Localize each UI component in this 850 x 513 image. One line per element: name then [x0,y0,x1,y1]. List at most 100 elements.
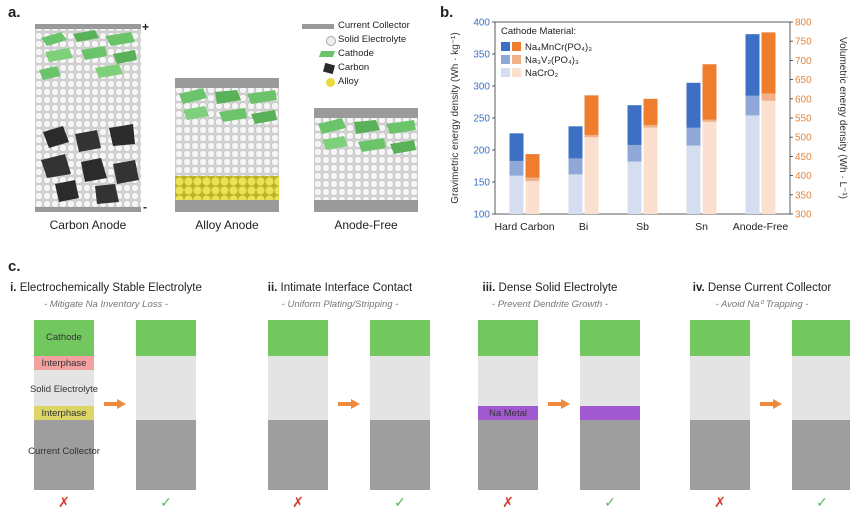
left-tick-label: 400 [473,18,490,29]
carbon-icon [323,62,335,75]
label-cathode: Cathode [46,332,82,343]
left-tick-label: 350 [473,50,490,61]
volumetric-bar-3 [525,180,540,214]
cathode-layer [580,320,640,356]
electrolyte-layer [370,356,430,420]
panel-c: i. Electrochemically Stable Electrolyte -… [0,258,850,513]
panel-title: ii. Intimate Interface Contact [240,282,440,294]
caption-anode-free: Anode-Free [334,218,398,232]
legend-label: NaCrO₂ [525,68,559,79]
collector-layer [478,420,538,490]
electrolyte-layer [136,356,196,420]
collector-layer [268,420,328,490]
panel-title: iii. Dense Solid Electrolyte [450,282,650,294]
legend-swatch-gravimetric [501,55,510,64]
right-tick-label: 600 [795,94,812,105]
collector-layer [136,420,196,490]
volumetric-bar-3 [761,100,776,214]
collector-layer [370,420,430,490]
na-metal-layer [580,406,640,420]
legend-label: Carbon [338,62,370,73]
check-icon: ✓ [394,494,406,510]
legend-label: Na₄MnCr(PO₄)₃ [525,42,592,53]
panel-number: ii. [267,282,281,294]
interphase-bottom-layer [34,406,94,420]
right-tick-label: 650 [795,75,812,86]
gravimetric-bar-3 [568,174,583,214]
right-tick-label: 550 [795,114,812,125]
anode-free-illustration [314,108,418,212]
right-tick-label: 500 [795,133,812,144]
gravimetric-bar-3 [686,145,701,214]
panel-c-label: c. [8,258,21,275]
cathode-layer [268,320,328,356]
cross-icon: ✗ [292,494,304,510]
right-tick-label: 400 [795,171,812,182]
interphase-top-layer [34,356,94,370]
caption-alloy-anode: Alloy Anode [195,218,259,232]
minus-terminal: - [143,200,147,214]
check-icon: ✓ [160,494,172,510]
collector-icon [302,24,334,29]
panel-subtitle: - Uniform Plating/Stripping - [281,299,399,310]
panel-title: i. Electrochemically Stable Electrolyte [6,282,206,294]
right-arrow-icon [548,396,570,409]
panel-title-text: Intimate Interface Contact [280,282,413,294]
legend-label: Solid Electrolyte [338,34,407,45]
category-label: Sb [636,221,649,233]
left-tick-label: 100 [473,210,490,221]
gravimetric-bar-3 [509,175,524,214]
cathode-layer [34,320,94,356]
volumetric-bar-3 [702,121,717,214]
electrolyte-layer [792,356,850,420]
right-tick-label: 750 [795,37,812,48]
label-interphase-bottom: Interphase [41,408,87,419]
right-tick-label: 800 [795,18,812,29]
right-tick-label: 450 [795,152,812,163]
panel-number: i. [10,282,20,294]
carbon-anode-cell [35,24,141,212]
collector-layer [690,420,750,490]
left-tick-label: 250 [473,114,490,125]
right-tick-label: 350 [795,190,812,201]
panel-title: iv. Dense Current Collector [662,282,850,294]
cross-icon: ✗ [714,494,726,510]
right-arrow-icon [338,396,360,409]
volumetric-bar-3 [643,127,658,214]
category-label: Sn [695,221,708,233]
gravimetric-bar-3 [627,161,642,214]
collector-layer [580,420,640,490]
right-axis-label: Volumetric energy density (Wh · L⁻¹) [837,37,848,199]
plus-terminal: + [142,20,150,34]
alloy-icon [326,78,335,87]
cathode-layer [690,320,750,356]
cathode-layer [136,320,196,356]
panel-subtitle: - Avoid Na⁰ Trapping - [715,299,809,310]
energy-density-chart: 1001502002503003504003003504004505005506… [450,18,848,234]
label-na-metal: Na Metal [488,408,527,419]
legend-label: Current Collector [338,20,410,31]
left-tick-label: 150 [473,178,490,189]
category-label: Bi [579,221,588,233]
cathode-layer [792,320,850,356]
panel-title-text: Dense Solid Electrolyte [498,282,618,294]
cathode-icon [318,51,336,57]
panel-a-label: a. [8,4,21,21]
check-icon: ✓ [604,494,616,510]
label-current-collector: Current Collector [28,446,100,457]
gravimetric-bar-3 [745,115,760,214]
legend-label: Na₃V₂(PO₄)₃ [525,55,579,66]
legend-label: Alloy [338,76,359,87]
right-tick-label: 300 [795,210,812,221]
cathode-layer [370,320,430,356]
category-label: Hard Carbon [494,221,554,233]
legend-swatch-volumetric [512,68,521,77]
panel-subtitle: - Mitigate Na Inventory Loss - [43,299,169,310]
legend-swatch-gravimetric [501,68,510,77]
right-arrow-icon [104,396,126,409]
na-metal-layer [478,406,538,420]
collector-layer [792,420,850,490]
left-tick-label: 300 [473,82,490,93]
legend-swatch-gravimetric [501,42,510,51]
carbon-anode-illustration [35,24,141,212]
